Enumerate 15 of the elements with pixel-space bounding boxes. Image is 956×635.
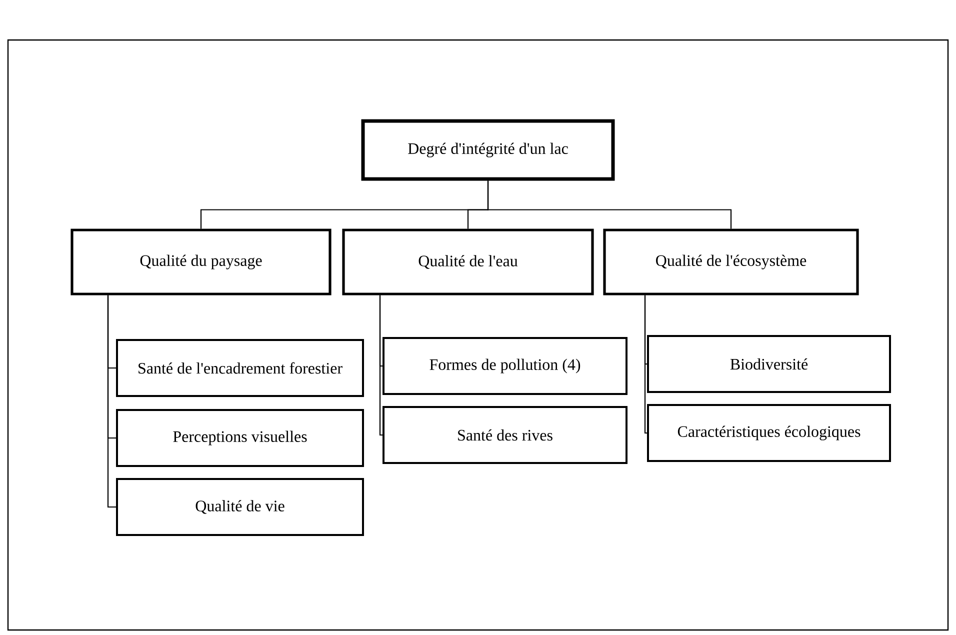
root-box: Degré d'intégrité d'un lac bbox=[361, 119, 615, 181]
indicator-box: Santé de l'encadrement forestier bbox=[116, 339, 364, 397]
connector-line bbox=[487, 180, 732, 229]
indicator-box: Formes de pollution (4) bbox=[382, 337, 628, 395]
category-box: Qualité du paysage bbox=[70, 228, 332, 296]
indicator-box: Perceptions visuelles bbox=[116, 409, 364, 467]
connector-line bbox=[107, 295, 116, 508]
category-box: Qualité de l'écosystème bbox=[603, 228, 859, 296]
category-box: Qualité de l'eau bbox=[342, 228, 594, 296]
connector-line bbox=[379, 295, 382, 436]
indicator-box: Qualité de vie bbox=[116, 478, 364, 536]
indicator-box: Biodiversité bbox=[647, 335, 891, 393]
connector-line bbox=[644, 295, 647, 434]
indicator-box: Caractéristiques écologiques bbox=[647, 404, 891, 462]
indicator-box: Santé des rives bbox=[382, 406, 628, 464]
